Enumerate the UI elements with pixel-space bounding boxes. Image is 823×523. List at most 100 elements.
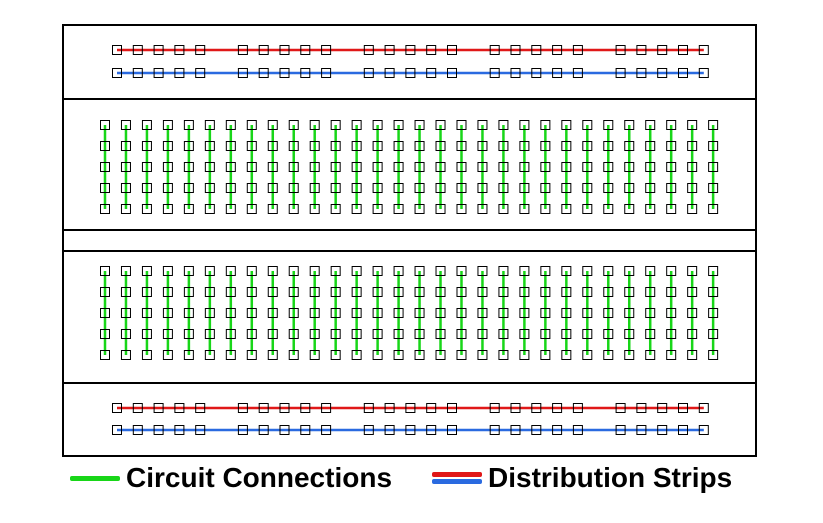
terminal-hole [246,350,257,360]
terminal-hole [561,350,572,360]
rail-hole [657,403,668,413]
terminal-hole [120,162,131,172]
rail-hole [698,45,709,55]
terminal-hole [162,183,173,193]
terminal-hole [414,141,425,151]
terminal-hole [246,183,257,193]
rail-hole [615,45,626,55]
rail-hole [489,68,500,78]
circuit-swatch [70,471,120,485]
rail-hole [531,45,542,55]
terminal-hole [309,287,320,297]
terminal-hole [645,308,656,318]
terminal-hole [309,204,320,214]
terminal-hole [456,204,467,214]
rail-hole [132,425,143,435]
terminal-hole [561,120,572,130]
terminal-hole [561,162,572,172]
terminal-hole [498,141,509,151]
terminal-hole [708,287,719,297]
rail-hole [384,403,395,413]
terminal-hole [519,266,530,276]
terminal-hole [141,287,152,297]
terminal-hole [456,141,467,151]
terminal-hole [120,141,131,151]
rail-hole [153,425,164,435]
terminal-hole [267,120,278,130]
terminal-hole [540,266,551,276]
terminal-hole [183,183,194,193]
terminal-hole [330,329,341,339]
terminal-hole [414,308,425,318]
terminal-hole [393,266,404,276]
terminal-hole [351,162,362,172]
rail-hole [237,425,248,435]
terminal-hole [267,350,278,360]
terminal-hole [414,162,425,172]
terminal-hole [120,120,131,130]
rail-hole [657,425,668,435]
rail-hole [698,68,709,78]
green-line-icon [70,476,120,481]
rail-hole [153,45,164,55]
terminal-hole [204,308,215,318]
terminal-hole [708,162,719,172]
terminal-hole [162,329,173,339]
terminal-hole [414,183,425,193]
legend-distribution-label: Distribution Strips [488,462,733,493]
rail-hole [258,45,269,55]
terminal-hole [120,183,131,193]
terminal-hole [204,141,215,151]
rail-hole [552,425,563,435]
terminal-hole [561,287,572,297]
rail-hole [258,68,269,78]
terminal-hole [645,120,656,130]
terminal-hole [288,204,299,214]
terminal-hole [603,162,614,172]
terminal-hole [603,120,614,130]
terminal-hole [204,287,215,297]
terminal-hole [456,266,467,276]
terminal-hole [141,141,152,151]
terminal-hole [309,141,320,151]
terminal-hole [645,141,656,151]
terminal-hole [225,266,236,276]
terminal-hole [561,329,572,339]
rail-hole [447,45,457,55]
terminal-hole [351,183,362,193]
rail-hole [300,403,311,413]
rail-hole [678,68,688,78]
terminal-hole [141,204,152,214]
terminal-hole [372,350,383,360]
terminal-hole [246,162,257,172]
terminal-hole [645,204,656,214]
terminal-hole [603,329,614,339]
terminal-hole [435,162,446,172]
rail-hole [447,425,457,435]
terminal-hole [393,162,404,172]
terminal-hole [477,204,488,214]
terminal-hole [498,204,509,214]
terminal-hole [141,308,152,318]
terminal-hole [288,141,299,151]
terminal-hole [100,350,110,360]
terminal-hole [183,204,194,214]
terminal-hole [141,350,152,360]
terminal-hole [603,266,614,276]
terminal-hole [204,162,215,172]
terminal-hole [540,141,551,151]
terminal-hole [624,287,635,297]
terminal-hole [414,287,425,297]
terminal-hole [372,204,383,214]
terminal-hole [708,266,719,276]
rail-hole [363,45,374,55]
terminal-hole [141,162,152,172]
terminal-hole [330,204,341,214]
terminal-hole [100,204,110,214]
terminal-hole [666,204,677,214]
rail-hole [237,403,248,413]
rail-hole [447,68,457,78]
terminal-hole [477,350,488,360]
terminal-hole [183,329,194,339]
